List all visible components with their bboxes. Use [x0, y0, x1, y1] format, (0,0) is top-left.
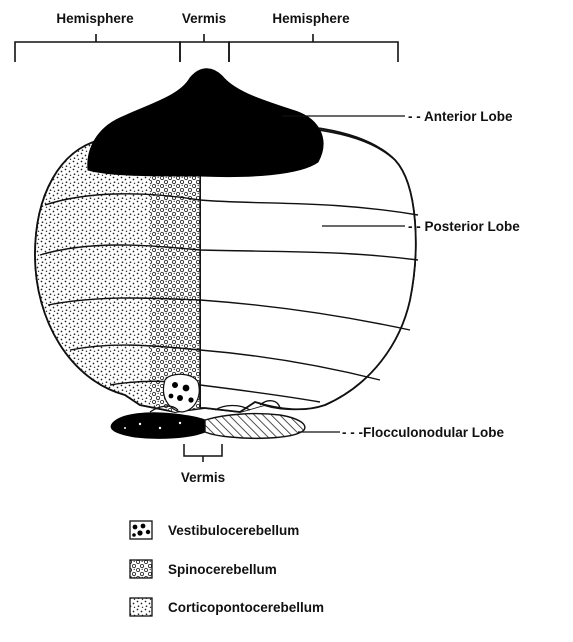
top-brackets — [15, 34, 398, 62]
hemisphere-right-label: Hemisphere — [272, 11, 350, 26]
anterior-lobe — [88, 69, 323, 177]
legend-swatch-corticopontocerebellum — [130, 598, 152, 616]
legend-label: Spinocerebellum — [168, 562, 277, 577]
flocculonodular-lobe-label: - - -Flocculonodular Lobe — [342, 425, 504, 440]
legend-label: Corticopontocerebellum — [168, 600, 324, 615]
legend-item: Spinocerebellum — [130, 560, 277, 578]
legend-item: Vestibulocerebellum — [130, 521, 299, 539]
hemisphere-left-label: Hemisphere — [56, 11, 134, 26]
vermis-bottom-label: Vermis — [181, 470, 225, 485]
vermis-top-label: Vermis — [182, 11, 226, 26]
anterior-lobe-label: - - Anterior Lobe — [408, 109, 513, 124]
legend-label: Vestibulocerebellum — [168, 523, 299, 538]
posterior-lobe-label: - - Posterior Lobe — [408, 219, 520, 234]
legend: Vestibulocerebellum Spinocerebellum Cort… — [130, 521, 324, 616]
legend-swatch-spinocerebellum — [130, 560, 152, 578]
legend-item: Corticopontocerebellum — [130, 598, 324, 616]
vermis-bottom-bracket — [184, 444, 222, 462]
